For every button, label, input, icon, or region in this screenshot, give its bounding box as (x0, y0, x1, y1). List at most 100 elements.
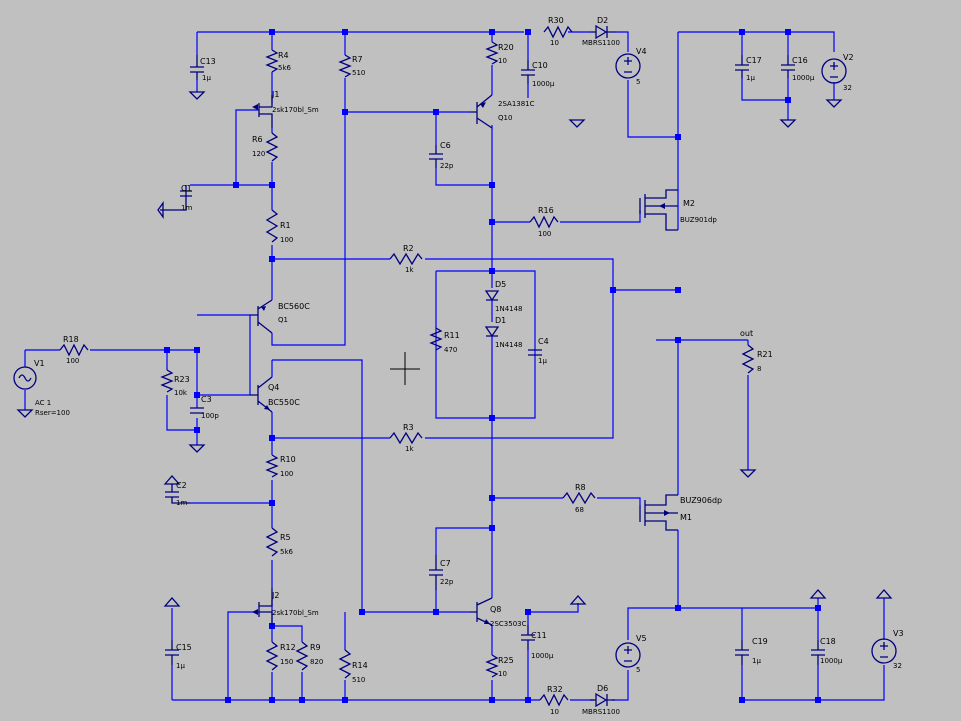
transistor-q1[interactable] (250, 299, 273, 334)
capacitor-c10[interactable] (521, 60, 535, 84)
resistor-r8[interactable] (562, 491, 596, 505)
capacitor-c17[interactable] (735, 55, 749, 78)
diode-d2[interactable] (590, 24, 615, 40)
resistor-r12[interactable] (265, 641, 279, 671)
capacitor-c3[interactable] (190, 407, 204, 414)
label-r16-name: R16 (538, 206, 554, 215)
capacitor-c15[interactable] (165, 640, 179, 665)
label-m2-value: BUZ901dp (680, 216, 717, 224)
label-c7-name: C7 (440, 559, 451, 568)
ground-symbol (568, 119, 586, 128)
label-d2-value: MBRS1100 (582, 39, 620, 47)
resistor-r1[interactable] (265, 209, 279, 243)
resistor-r30[interactable] (543, 25, 573, 39)
resistor-r11[interactable] (429, 327, 443, 351)
mosfet-m2[interactable] (639, 189, 678, 231)
label-c10-name: C10 (532, 61, 548, 70)
label-c1-value: 1m (181, 204, 192, 212)
resistor-r7[interactable] (338, 54, 352, 78)
resistor-r25[interactable] (485, 654, 499, 678)
resistor-r14[interactable] (338, 649, 352, 679)
jfet-j2[interactable] (252, 588, 273, 626)
jfet-j1[interactable] (252, 95, 273, 128)
label-r32-name: R32 (547, 685, 563, 694)
label-r18-name: R18 (63, 335, 79, 344)
label-c18-value: 1000µ (820, 657, 843, 665)
ground-symbol (157, 200, 170, 220)
source-v4[interactable] (615, 53, 641, 79)
diode-d5[interactable] (484, 290, 500, 302)
crosshair-cursor-icon (390, 352, 420, 385)
label-c16-value: 1000µ (792, 74, 815, 82)
ground-symbol (16, 409, 34, 418)
resistor-r9[interactable] (295, 641, 309, 671)
ground-symbol (825, 99, 843, 108)
diode-d6[interactable] (590, 692, 615, 708)
resistor-r18[interactable] (59, 343, 89, 357)
label-r12-name: R12 (280, 643, 296, 652)
label-r4-value: 5k6 (278, 64, 292, 72)
source-v1[interactable] (13, 366, 37, 390)
label-c7-value: 22p (440, 578, 454, 586)
label-r14-name: R14 (352, 661, 368, 670)
label-r2-name: R2 (403, 244, 414, 253)
resistor-r20[interactable] (485, 41, 499, 65)
label-c3-value: 100p (201, 412, 219, 420)
label-r23-name: R23 (174, 375, 190, 384)
capacitor-c11[interactable] (521, 625, 535, 650)
label-r2-value: 1k (405, 266, 414, 274)
resistor-r16[interactable] (529, 215, 559, 229)
resistor-r5[interactable] (265, 527, 279, 557)
resistor-r6[interactable] (265, 132, 279, 162)
label-r21-name: R21 (757, 350, 773, 359)
transistors (250, 94, 678, 626)
label-d2-name: D2 (597, 16, 608, 25)
label-v3-value: 32 (893, 662, 902, 670)
labels: C13 1µ R4 5k6 J1 2sk170bl_Sm R7 510 R20 … (34, 16, 904, 716)
capacitor-c2[interactable] (165, 484, 190, 504)
transistor-q8[interactable] (470, 597, 493, 626)
capacitor-c1[interactable] (170, 185, 192, 211)
resistor-r2[interactable] (389, 252, 423, 266)
resistor-r3[interactable] (389, 431, 423, 445)
label-d5-name: D5 (495, 280, 506, 289)
label-c2-name: C2 (176, 481, 187, 490)
capacitors (165, 55, 825, 665)
transistor-q4[interactable] (250, 376, 273, 413)
label-c18-name: C18 (820, 637, 836, 646)
mosfet-m1[interactable] (639, 494, 678, 531)
capacitor-c16[interactable] (781, 55, 795, 78)
label-c15-value: 1µ (176, 662, 185, 670)
capacitor-c6[interactable] (429, 145, 443, 168)
resistor-r23[interactable] (160, 369, 174, 393)
ground-symbol (779, 119, 797, 128)
resistor-r32[interactable] (539, 693, 569, 707)
transistor-q10[interactable] (470, 94, 493, 129)
label-r9-value: 820 (310, 658, 323, 666)
label-r7-value: 510 (352, 69, 365, 77)
source-v5[interactable] (615, 642, 641, 668)
label-d6-value: MBRS1100 (582, 708, 620, 716)
source-v2[interactable] (821, 58, 847, 84)
capacitor-c13[interactable] (190, 55, 204, 80)
ground-symbol (569, 595, 587, 605)
label-c4-value: 1µ (538, 357, 547, 365)
label-m2-name: M2 (683, 199, 695, 208)
capacitor-c19[interactable] (735, 640, 749, 665)
label-j2-value: 2sk170bl_Sm (272, 609, 319, 617)
resistor-r10[interactable] (265, 454, 279, 478)
source-v3[interactable] (871, 638, 897, 664)
label-r30-name: R30 (548, 16, 564, 25)
ground-symbol (875, 589, 893, 599)
resistor-r4[interactable] (265, 49, 279, 73)
ground-symbol (739, 469, 757, 478)
label-r14-value: 510 (352, 676, 365, 684)
ground-symbol (163, 475, 181, 485)
ground-symbol (188, 91, 206, 100)
capacitor-c18[interactable] (811, 640, 825, 665)
capacitor-c7[interactable] (429, 555, 443, 590)
diode-d1[interactable] (484, 326, 500, 338)
resistor-r21[interactable] (741, 344, 755, 374)
capacitor-c4[interactable] (528, 349, 542, 356)
